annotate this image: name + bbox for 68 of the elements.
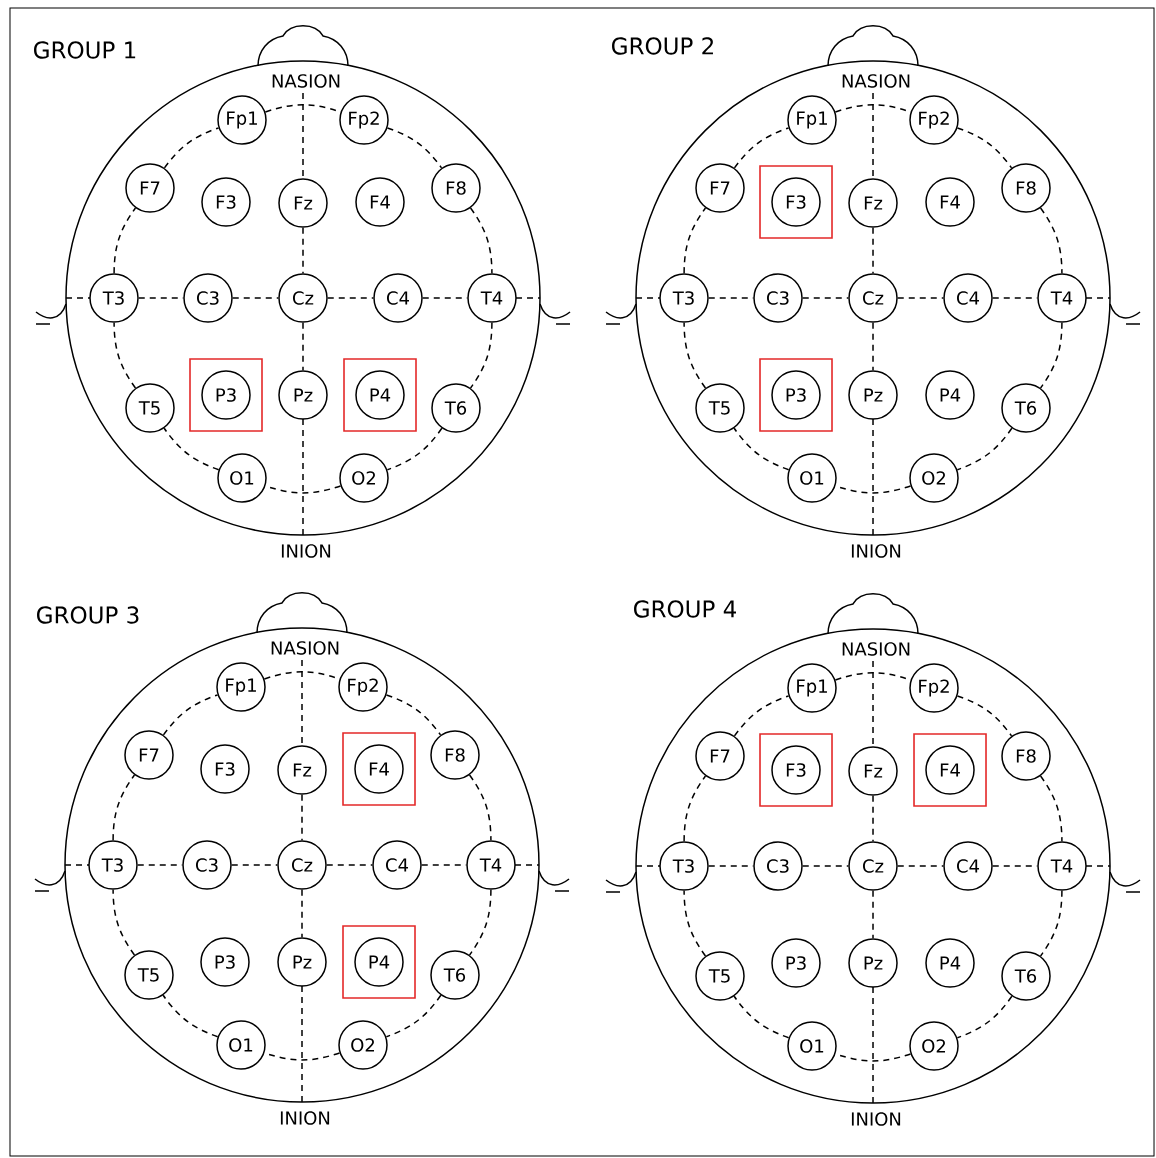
dashed-line [385, 994, 442, 1038]
highlight-box [342, 925, 416, 999]
dashed-line [956, 695, 1013, 737]
dashed-line [162, 694, 219, 736]
dashed-line [302, 322, 304, 371]
highlight-box [759, 165, 833, 239]
dashed-line [872, 795, 874, 842]
dashed-line [872, 890, 874, 939]
dashed-line [112, 774, 136, 841]
dashed-line [802, 297, 849, 299]
dashed-line [1039, 775, 1063, 842]
dashed-line [468, 774, 492, 841]
nasion-label: NASION [842, 74, 910, 88]
dashed-line [872, 322, 874, 371]
dashed-line [1039, 207, 1063, 274]
dashed-line [469, 322, 493, 389]
nasion-label: NASION [271, 641, 339, 655]
dashed-line [683, 322, 707, 389]
dashed-line [1039, 322, 1063, 389]
dashed-line [956, 127, 1013, 169]
dashed-line [683, 775, 707, 842]
dashed-line [232, 297, 279, 299]
dashed-line [469, 207, 493, 274]
dashed-line [683, 207, 707, 274]
dashed-line [301, 889, 303, 938]
inion-label: INION [281, 544, 331, 558]
highlight-box [759, 733, 833, 807]
highlight-box [913, 733, 987, 807]
nasion-label: NASION [272, 74, 340, 88]
inion-label: INION [280, 1111, 330, 1125]
dashed-line [733, 427, 790, 471]
dashed-line [872, 227, 874, 274]
highlight-box [342, 732, 416, 806]
dashed-line [733, 127, 790, 169]
dashed-line [327, 297, 374, 299]
dashed-line [163, 127, 220, 169]
dashed-line [301, 794, 303, 841]
dashed-line [162, 994, 219, 1038]
dashed-line [733, 695, 790, 737]
dashed-line [956, 995, 1013, 1039]
dashed-line [733, 995, 790, 1039]
group-title: GROUP 1 [34, 41, 136, 59]
group-title: GROUP 4 [634, 600, 736, 618]
highlight-box [189, 358, 263, 432]
dashed-line [683, 890, 707, 957]
inion-label: INION [851, 1112, 901, 1126]
dashed-line [897, 865, 944, 867]
dashed-line [956, 427, 1013, 471]
group-title: GROUP 3 [37, 606, 139, 624]
highlight-box [759, 358, 833, 432]
dashed-line [163, 427, 220, 471]
group-title: GROUP 2 [612, 37, 713, 55]
dashed-line [302, 227, 304, 274]
dashed-line [802, 865, 849, 867]
highlight-box [343, 358, 417, 432]
dashed-line [1039, 890, 1063, 957]
dashed-line [113, 207, 137, 274]
dashed-line [112, 889, 136, 956]
inion-label: INION [851, 544, 901, 558]
dashed-line [897, 297, 944, 299]
dashed-line [326, 864, 373, 866]
dashed-line [231, 864, 278, 866]
dashed-line [386, 127, 443, 169]
dashed-line [113, 322, 137, 389]
dashed-line [386, 427, 443, 471]
dashed-line [385, 694, 442, 736]
dashed-line [468, 889, 492, 956]
nasion-label: NASION [842, 642, 910, 656]
